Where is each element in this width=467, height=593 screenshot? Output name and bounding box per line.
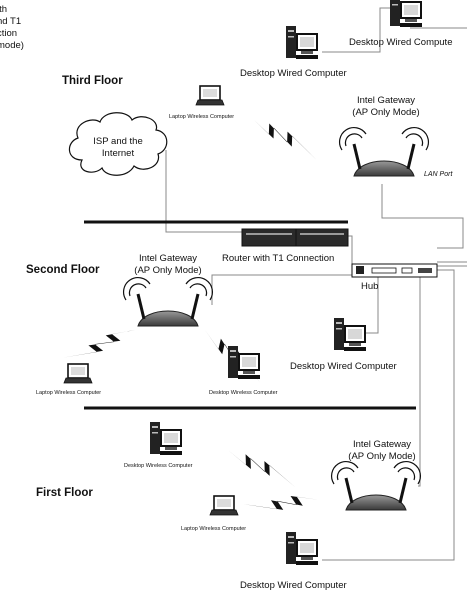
wire-hub-first-desktop	[322, 270, 454, 560]
desktop-computer-icon	[390, 0, 422, 27]
cloud-isp-internet: ISP and the Internet	[69, 113, 166, 176]
router-unit-right	[296, 229, 348, 246]
wire-third-gateway-hub	[382, 184, 463, 248]
desktop-computer-icon	[228, 346, 260, 379]
cloud-label-line1: ISP and the	[93, 136, 142, 147]
laptop-second-floor-label: Laptop Wireless Computer	[36, 390, 101, 396]
laptop-computer-icon	[64, 364, 92, 383]
desktop-third-floor-label: Desktop Wired Computer	[240, 68, 347, 79]
gateway-second-floor: Intel Gateway (AP Only Mode)	[124, 253, 213, 326]
floor-label-third: Third Floor	[62, 75, 123, 87]
laptop-computer-icon	[210, 496, 238, 515]
floor-label-first: First Floor	[36, 487, 93, 499]
wireless-signal-icon	[224, 448, 300, 487]
wire-router-hub	[348, 236, 352, 264]
wireless-gateway-icon	[124, 278, 213, 326]
desktop-computer-icon	[150, 422, 182, 455]
laptop-first-floor: Laptop Wireless Computer	[181, 496, 246, 532]
hub-label: Hub	[361, 281, 378, 292]
desktop-top-right-label: Desktop Wired Compute	[349, 37, 452, 48]
desktop-computer-icon	[286, 26, 318, 59]
hub: Hub	[352, 264, 437, 292]
wire-hub-first-gateway	[418, 277, 420, 486]
desktop-wireless-second-floor: Desktop Wireless Computer	[209, 346, 278, 396]
lan-port-label: LAN Port	[424, 171, 453, 178]
router-label: Router with T1 Connection	[222, 253, 334, 264]
left-text-line-4: mode)	[0, 40, 24, 51]
wire-hub-second-gateway	[212, 275, 356, 305]
desktop-second-floor: Desktop Wired Computer	[290, 318, 397, 372]
wireless-gateway-icon	[340, 128, 429, 176]
left-text-line-3: ction	[0, 28, 17, 39]
wireless-signal-icon	[247, 116, 322, 160]
laptop-first-floor-label: Laptop Wireless Computer	[181, 526, 246, 532]
left-text-line-2: nd T1	[0, 16, 21, 27]
laptop-computer-icon	[196, 86, 224, 105]
router-unit-left	[242, 229, 296, 246]
gateway-third-floor: Intel Gateway (AP Only Mode) LAN Port	[340, 95, 454, 178]
gateway-third-label-line1: Intel Gateway	[357, 95, 415, 106]
left-text-fragment: ith nd T1 ction mode)	[0, 4, 24, 51]
router-t1: Router with T1 Connection	[222, 229, 348, 264]
gateway-first-label-line1: Intel Gateway	[353, 439, 411, 450]
laptop-third-floor-label: Laptop Wireless Computer	[169, 114, 234, 120]
wireless-signal-icon	[63, 320, 136, 370]
wire-cloud-router	[166, 150, 242, 232]
gateway-second-label-line2: (AP Only Mode)	[134, 265, 201, 276]
desktop-wireless-second-label: Desktop Wireless Computer	[209, 390, 278, 396]
gateway-second-label-line1: Intel Gateway	[139, 253, 197, 264]
gateway-first-floor: Intel Gateway (AP Only Mode)	[332, 439, 421, 510]
floor-label-second: Second Floor	[26, 264, 100, 276]
desktop-computer-icon	[286, 532, 318, 565]
gateway-first-label-line2: (AP Only Mode)	[348, 451, 415, 462]
desktop-top-right: Desktop Wired Compute	[349, 0, 452, 48]
cloud-label-line2: Internet	[102, 148, 135, 159]
desktop-first-floor: Desktop Wired Computer	[240, 532, 347, 591]
desktop-first-floor-label: Desktop Wired Computer	[240, 580, 347, 591]
desktop-wireless-first-label: Desktop Wireless Computer	[124, 463, 193, 469]
desktop-second-floor-label: Desktop Wired Computer	[290, 361, 397, 372]
laptop-third-floor: Laptop Wireless Computer	[169, 86, 234, 120]
left-text-line-1: ith	[0, 4, 7, 15]
wireless-signal-icon	[243, 488, 320, 517]
desktop-wireless-first-floor: Desktop Wireless Computer	[124, 422, 193, 469]
laptop-second-floor: Laptop Wireless Computer	[36, 364, 101, 396]
gateway-third-label-line2: (AP Only Mode)	[352, 107, 419, 118]
wireless-gateway-icon	[332, 462, 421, 510]
desktop-computer-icon	[334, 318, 366, 351]
